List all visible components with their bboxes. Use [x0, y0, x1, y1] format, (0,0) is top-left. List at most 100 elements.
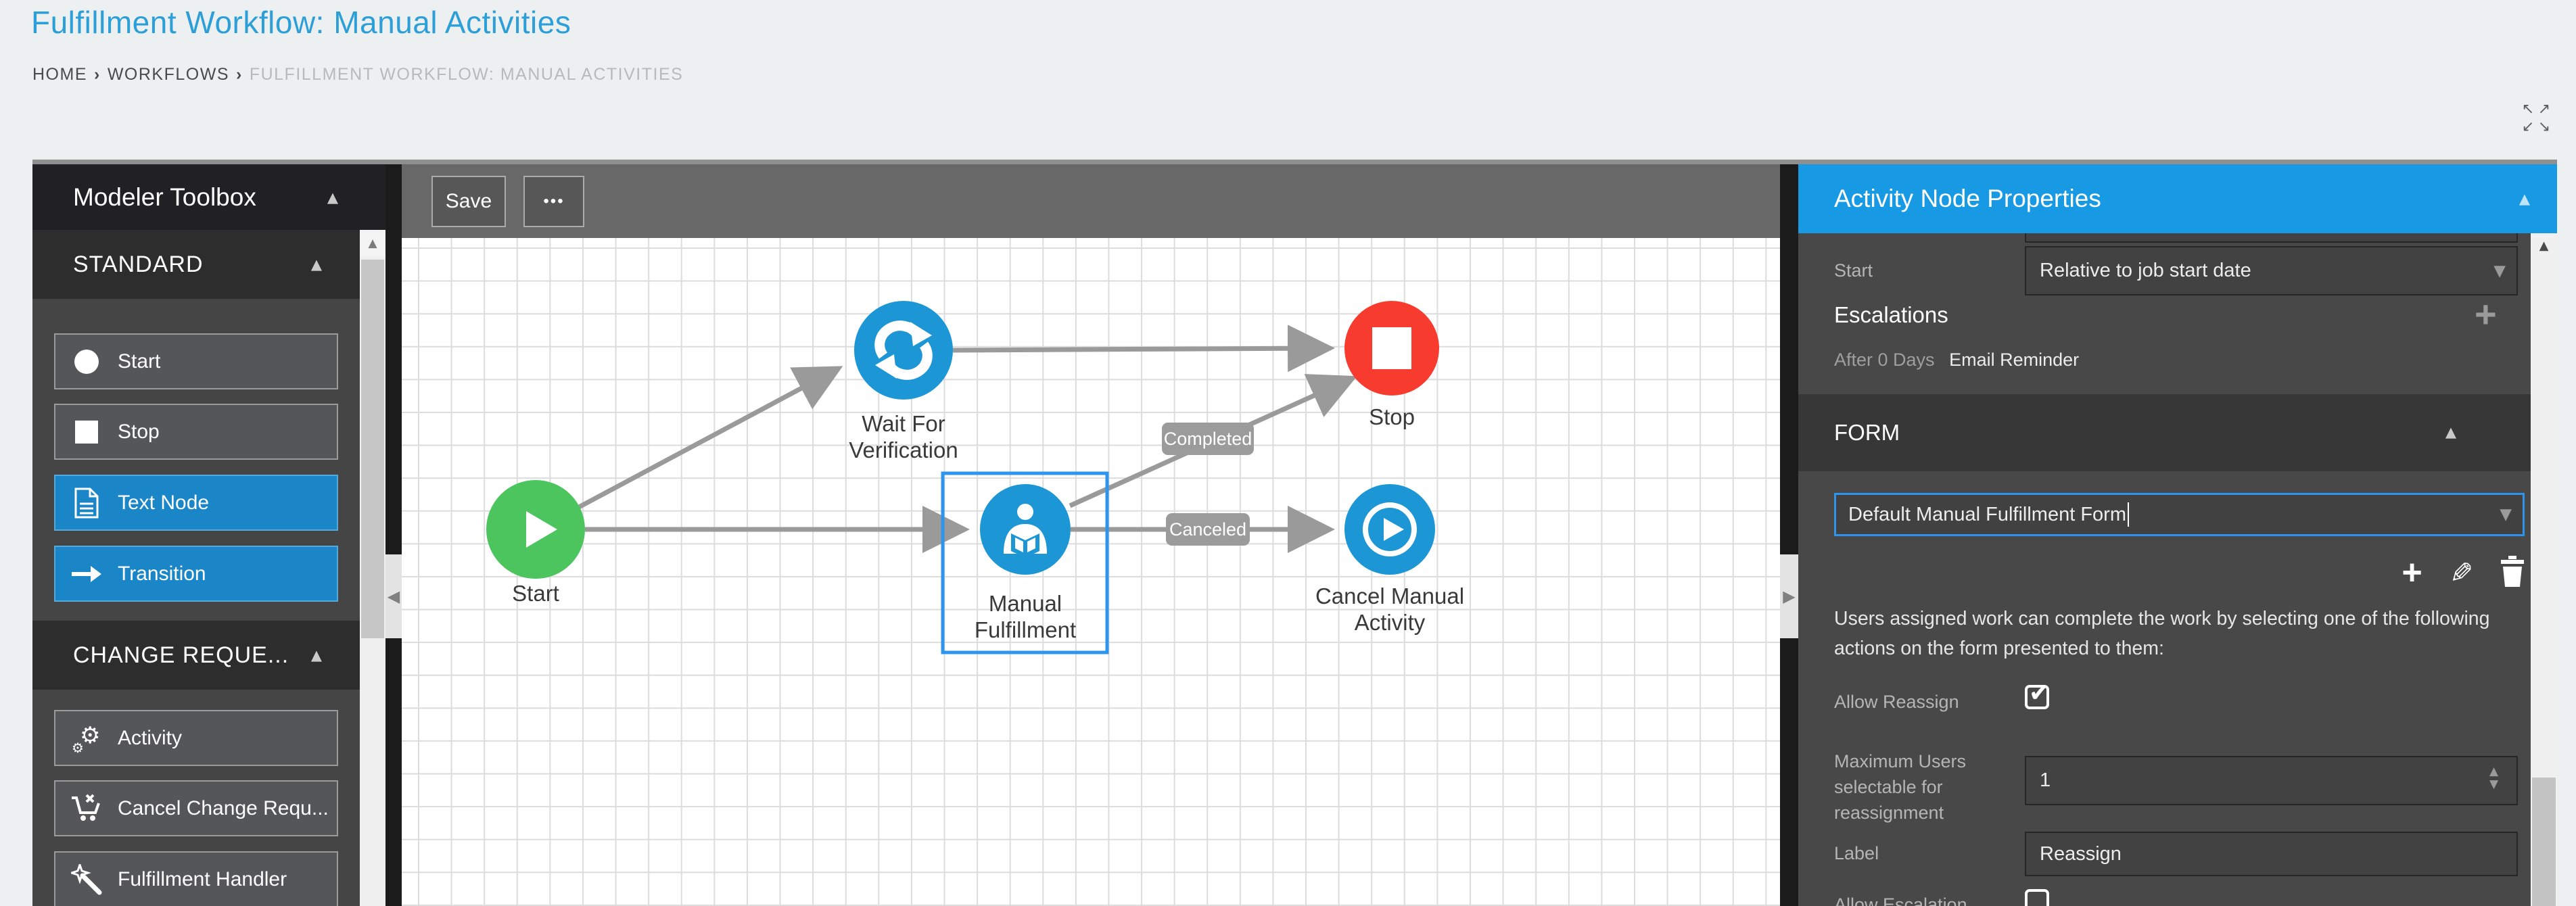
transition-start-to-wait[interactable] — [578, 366, 843, 510]
scrollbar-thumb[interactable] — [361, 260, 384, 638]
expand-arrow-sw: ↙ — [2521, 118, 2535, 135]
collapse-icon[interactable]: ▲ — [310, 647, 322, 663]
svg-text:Canceled: Canceled — [1169, 519, 1246, 540]
collapse-icon[interactable]: ▲ — [310, 256, 322, 272]
svg-text:⚙: ⚙ — [72, 740, 84, 754]
stepper-down-icon[interactable]: ▼ — [2489, 778, 2499, 791]
form-section-header[interactable]: FORM ▲ — [1798, 394, 2531, 471]
svg-text:Verification: Verification — [849, 437, 958, 462]
breadcrumb: HOME › WORKFLOWS › FULFILLMENT WORKFLOW: MAN… — [32, 65, 683, 85]
clipped-field[interactable] — [2025, 233, 2518, 243]
escalation-entry[interactable]: After 0 Days Email Reminder — [1834, 350, 2079, 371]
toolbox-title: Modeler Toolbox — [73, 183, 256, 211]
breadcrumb-current: FULFILLMENT WORKFLOW: MANUAL ACTIVITIES — [249, 65, 684, 84]
breadcrumb-separator: › — [236, 65, 243, 84]
square-icon — [55, 419, 118, 446]
form-combobox[interactable]: Default Manual Fulfillment Form ▼ — [1834, 493, 2525, 536]
item-label: Transition — [118, 562, 206, 585]
transition-wait-to-stop[interactable] — [952, 325, 1335, 373]
modeler-toolbox-panel: Modeler Toolbox ▲ STANDARD ▲ Start Stop — [32, 164, 385, 906]
sync-icon — [874, 320, 933, 380]
max-users-input[interactable] — [2025, 756, 2518, 805]
toolbox-scrollbar[interactable]: ▲ — [360, 230, 385, 906]
fullscreen-icon[interactable]: ↖ ↗ ↙ ↘ — [2520, 101, 2555, 137]
svg-text:Stop: Stop — [1369, 404, 1415, 429]
node-wait-for-verification[interactable]: Wait For Verification — [849, 301, 958, 462]
collapse-icon[interactable]: ▲ — [2519, 191, 2530, 207]
properties-header[interactable]: Activity Node Properties ▲ — [1798, 164, 2557, 233]
form-combobox-value: Default Manual Fulfillment Form — [1848, 503, 2126, 525]
svg-text:Manual: Manual — [989, 591, 1062, 616]
node-manual-fulfillment[interactable]: Manual Fulfillment — [975, 484, 1076, 642]
expand-arrow-se: ↘ — [2537, 118, 2551, 135]
collapse-properties-handle[interactable]: ▶ — [1780, 554, 1798, 638]
scroll-up-icon[interactable]: ▲ — [360, 230, 385, 257]
add-escalation-icon[interactable]: + — [2475, 293, 2497, 335]
toolbox-item-start[interactable]: Start — [54, 333, 338, 389]
collapse-toolbox-handle[interactable]: ◀ — [385, 554, 402, 638]
stepper-icons[interactable]: ▲ ▼ — [2489, 765, 2498, 791]
scroll-up-icon[interactable]: ▲ — [2539, 239, 2549, 253]
collapse-icon[interactable]: ▲ — [2445, 424, 2456, 440]
modeler-top-border — [32, 160, 2557, 164]
selection-box[interactable] — [941, 471, 1109, 654]
scrollbar-thumb[interactable] — [2532, 778, 2556, 906]
chevron-down-icon[interactable]: ▼ — [2500, 506, 2512, 523]
toolbox-item-fulfillment-handler[interactable]: Fulfillment Handler — [54, 851, 338, 906]
canvas-toolbar: Save ••• — [402, 164, 1780, 238]
stop-icon — [1372, 327, 1411, 369]
svg-text:⚙: ⚙ — [80, 723, 100, 749]
workflow-diagram: Completed Canceled Start — [486, 301, 1464, 654]
svg-text:Fulfillment: Fulfillment — [975, 617, 1076, 642]
item-label: Fulfillment Handler — [118, 867, 287, 890]
breadcrumb-separator: › — [94, 65, 101, 84]
toolbox-section-standard[interactable]: STANDARD ▲ — [32, 230, 360, 299]
reassign-label-input[interactable] — [2025, 832, 2518, 876]
toolbox-item-stop[interactable]: Stop — [54, 404, 338, 460]
chevron-right-icon: ▶ — [1783, 587, 1796, 606]
person-book-icon — [1004, 504, 1047, 558]
escalation-timing: After 0 Days — [1834, 350, 1935, 370]
breadcrumb-workflows[interactable]: WORKFLOWS — [107, 65, 229, 84]
workflow-canvas[interactable]: Completed Canceled Start — [402, 238, 1780, 906]
transition-label-canceled[interactable]: Canceled — [1166, 513, 1250, 546]
toolbox-item-transition[interactable]: Transition — [54, 546, 338, 602]
allow-reassign-label: Allow Reassign — [1834, 692, 1959, 712]
toolbox-item-text-node[interactable]: Text Node — [54, 475, 338, 531]
collapse-icon[interactable]: ▲ — [327, 189, 338, 206]
toolbox-item-activity[interactable]: ⚙ ⚙ Activity — [54, 710, 338, 766]
section-label: CHANGE REQUE... — [73, 642, 289, 668]
play-icon — [526, 511, 557, 548]
node-start[interactable]: Start — [486, 480, 585, 606]
chevron-down-icon[interactable]: ▼ — [2493, 262, 2506, 280]
circle-icon — [55, 348, 118, 375]
node-cancel-manual-activity[interactable]: Cancel Manual Activity — [1315, 484, 1464, 635]
allow-reassign-checkbox[interactable]: ✔ — [2025, 680, 2049, 709]
edit-form-icon[interactable]: ✎ — [2449, 556, 2473, 590]
gears-icon: ⚙ ⚙ — [55, 723, 118, 754]
properties-title: Activity Node Properties — [1834, 185, 2101, 212]
section-label: STANDARD — [73, 251, 204, 277]
item-label: Cancel Change Requ... — [118, 796, 329, 819]
add-form-icon[interactable]: + — [2402, 553, 2422, 592]
form-actions: + ✎ — [1834, 552, 2525, 593]
toolbox-header[interactable]: Modeler Toolbox ▲ — [32, 164, 385, 230]
stepper-up-icon[interactable]: ▲ — [2489, 765, 2499, 778]
more-actions-button[interactable]: ••• — [523, 175, 584, 227]
form-heading: FORM — [1834, 420, 1900, 445]
delete-form-icon[interactable] — [2500, 555, 2525, 590]
allow-escalation-checkbox[interactable] — [2025, 889, 2049, 906]
arrow-icon — [55, 563, 118, 585]
properties-scrollbar[interactable]: ▲ — [2531, 233, 2557, 906]
start-select[interactable]: Relative to job start date ▼ — [2025, 246, 2518, 295]
svg-text:Completed: Completed — [1164, 429, 1252, 449]
toolbox-section-change-request[interactable]: CHANGE REQUE... ▲ — [32, 621, 360, 690]
breadcrumb-home[interactable]: HOME — [32, 65, 87, 84]
start-field-label: Start — [1834, 260, 1873, 281]
toolbox-item-cancel-change-request[interactable]: Cancel Change Requ... — [54, 780, 338, 836]
escalations-heading: Escalations — [1834, 302, 1948, 327]
node-stop[interactable]: Stop — [1344, 301, 1439, 429]
item-label: Start — [118, 350, 161, 373]
transition-label-completed[interactable]: Completed — [1162, 423, 1254, 455]
save-button[interactable]: Save — [431, 175, 506, 227]
